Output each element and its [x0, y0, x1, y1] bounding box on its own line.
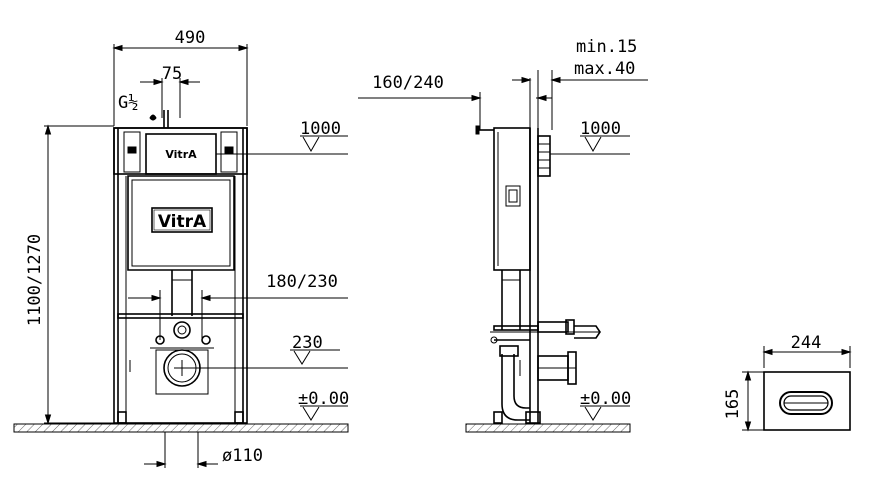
plate-height-label: 165	[723, 389, 743, 420]
front-view: 490 75 G½ 1100/1270 VitrA	[13, 28, 349, 468]
side-view: 160/240 min.15 max.40	[358, 37, 648, 433]
level-1000-label-front: 1000	[300, 119, 341, 139]
thread-size-label: G½	[118, 93, 138, 113]
min-dimension-label: min.15	[576, 37, 637, 57]
plate-width-label: 244	[791, 333, 822, 353]
flush-button-dual	[779, 391, 833, 415]
flush-plate-outline	[763, 371, 851, 431]
floor-hatch-side	[465, 423, 631, 433]
level-zero-label-side: ±0.00	[580, 389, 631, 409]
drain-diameter-label: ø110	[222, 446, 263, 466]
spacing-dimension-label: 180/230	[266, 272, 338, 292]
width-dimension-label: 490	[175, 28, 206, 48]
level-zero-label-front: ±0.00	[298, 389, 349, 409]
offset-dimension-label: 75	[162, 64, 182, 84]
depth-dimension-label: 160/240	[372, 73, 444, 93]
level-1000-label-side: 1000	[580, 119, 621, 139]
floor-hatch-front	[13, 423, 349, 433]
brand-logo-small: VitrA	[165, 148, 197, 161]
flush-plate-view: 244 165	[723, 333, 852, 432]
brand-logo-large: VitrA	[158, 212, 207, 232]
height-dimension-label: 1100/1270	[25, 234, 45, 326]
level-230-label: 230	[292, 333, 323, 353]
max-dimension-label: max.40	[574, 59, 635, 79]
water-drop-icon	[149, 114, 157, 121]
